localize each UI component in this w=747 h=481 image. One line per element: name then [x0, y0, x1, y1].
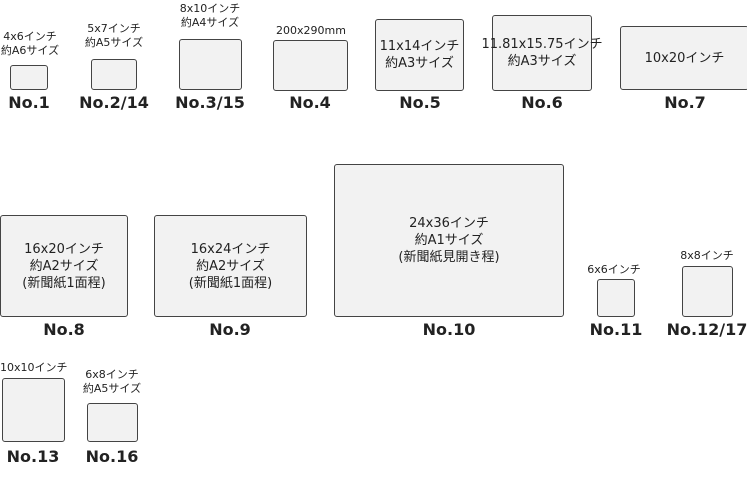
frame-5-box: 11x14インチ約A3サイズ	[375, 19, 464, 91]
frame-13-size-label: 10x10インチ	[0, 361, 68, 374]
frame-3-size-label: 8x10インチ約A4サイズ	[179, 2, 241, 29]
frame-6-box: 11.81x15.75インチ約A3サイズ	[481, 15, 603, 91]
frame-3-box	[179, 39, 242, 90]
frame-6-number: No.6	[521, 93, 563, 112]
frame-13-box	[2, 378, 65, 442]
frame-2-size-label: 5x7インチ約A5サイズ	[84, 22, 144, 49]
frame-13-number: No.13	[6, 447, 60, 466]
frame-16-number: No.16	[85, 447, 139, 466]
frame-9-number: No.9	[209, 320, 251, 339]
frame-11-number: No.11	[589, 320, 643, 339]
frame-1-number: No.1	[8, 93, 50, 112]
frame-12-number: No.12/17	[666, 320, 747, 339]
frame-3-number: No.3/15	[175, 93, 245, 112]
frame-7-box: 10x20インチ	[620, 26, 747, 90]
frame-10-box: 24x36インチ約A1サイズ(新聞紙見開き程)	[334, 164, 564, 317]
frame-10-number: No.10	[422, 320, 476, 339]
frame-4-number: No.4	[289, 93, 331, 112]
frame-12-size-label: 8x8インチ	[680, 249, 734, 262]
frame-11-size-label: 6x6インチ	[587, 263, 641, 276]
frame-9-box: 16x24インチ約A2サイズ(新聞紙1面程)	[154, 215, 307, 317]
frame-8-number: No.8	[43, 320, 85, 339]
frame-2-box	[91, 59, 137, 90]
frame-8-box: 16x20インチ約A2サイズ(新聞紙1面程)	[0, 215, 128, 317]
frame-1-size-label: 4x6インチ約A6サイズ	[0, 30, 60, 57]
frame-1-box	[10, 65, 48, 90]
frame-4-box	[273, 40, 348, 91]
frame-16-size-label: 6x8インチ約A5サイズ	[82, 368, 142, 395]
frame-2-number: No.2/14	[79, 93, 149, 112]
frame-11-box	[597, 279, 635, 317]
frame-16-box	[87, 403, 138, 442]
frame-4-size-label: 200x290mm	[276, 24, 346, 37]
frame-5-number: No.5	[399, 93, 441, 112]
frame-7-number: No.7	[664, 93, 706, 112]
frame-12-box	[682, 266, 733, 317]
